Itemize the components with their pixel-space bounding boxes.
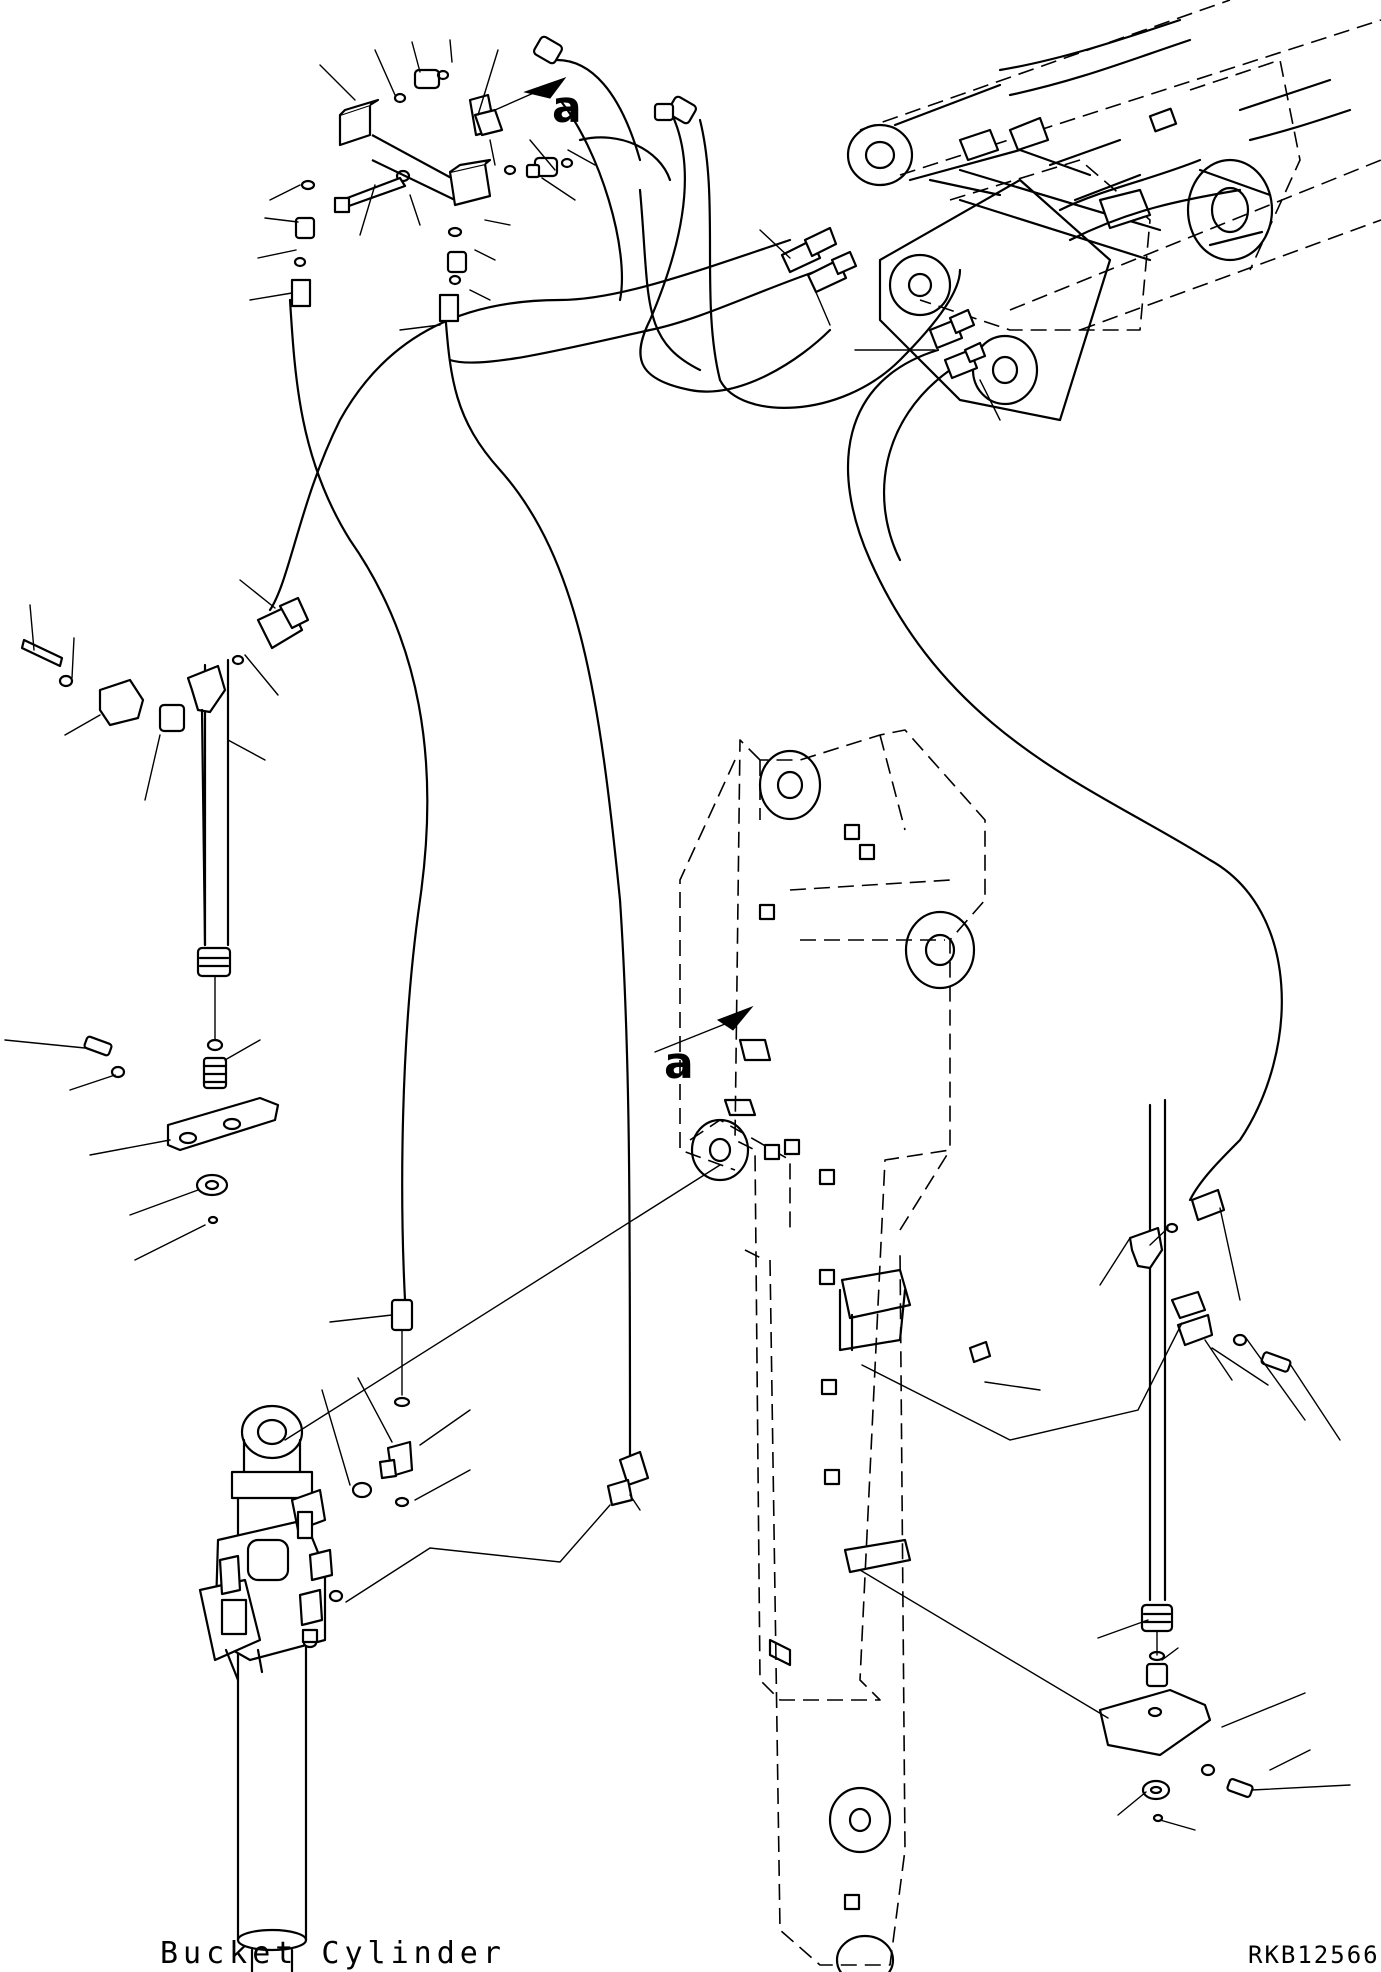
leader-lines xyxy=(4,39,1351,1831)
cylinder-fittings xyxy=(328,1298,650,1603)
hydraulic-hoses xyxy=(203,58,1283,1602)
manifold-block xyxy=(290,35,698,323)
drawing-code: RKB125660 xyxy=(1248,1941,1381,1969)
bucket-cylinder xyxy=(198,1404,334,1972)
arm-assembly xyxy=(679,729,986,1972)
detail-callout-arm-label: a xyxy=(664,1038,694,1089)
right-hose-assembly xyxy=(968,1188,1292,1823)
detail-callout-top-label: a xyxy=(552,82,582,133)
figure-caption: Bucket Cylinder xyxy=(160,1936,506,1971)
left-hose-assembly xyxy=(20,596,310,1225)
boom-assembly xyxy=(846,0,1381,422)
arm-end-fittings xyxy=(780,226,987,380)
